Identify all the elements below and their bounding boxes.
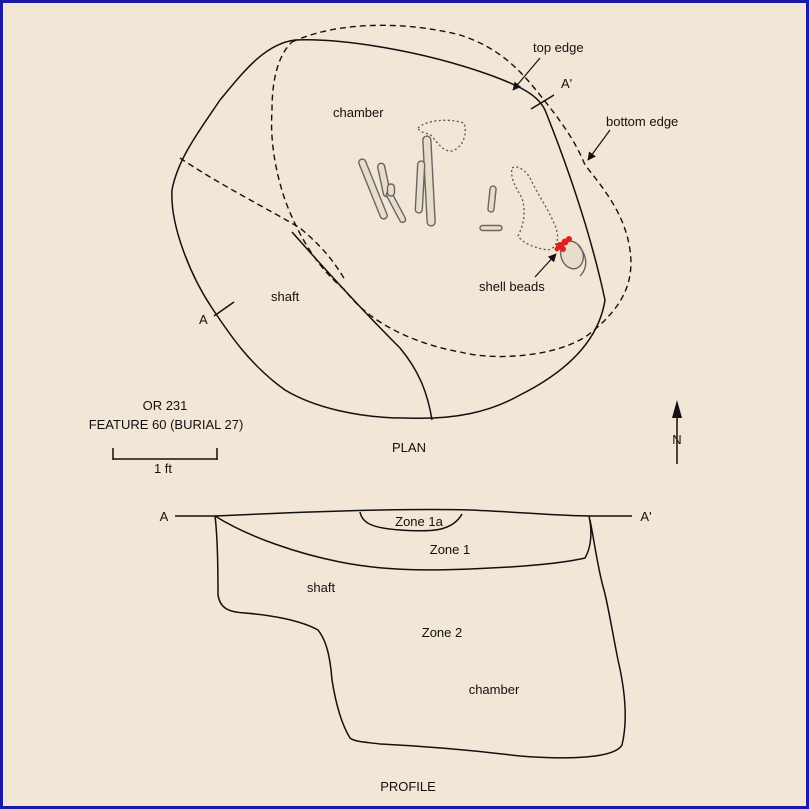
plan-title: PLAN <box>392 440 426 455</box>
profile-section-a-label: A <box>160 509 169 524</box>
shaft-east-wall <box>291 231 433 421</box>
profile-shaft-label: shaft <box>307 580 336 595</box>
plan-section-a-prime-label: A' <box>561 76 572 91</box>
plan-shaft-label: shaft <box>271 289 300 304</box>
disturbance-outline-2 <box>510 166 559 251</box>
profile-view: A A' Zone 1a Zone 1 shaft Zone 2 chamber… <box>160 508 652 794</box>
zone-1-base <box>214 515 592 571</box>
skeletal-remains <box>358 135 587 277</box>
top-edge-arrow <box>512 57 541 91</box>
disturbance-outline-1 <box>417 119 466 152</box>
profile-section-a-prime-label: A' <box>640 509 651 524</box>
plan-section-a-label: A <box>199 312 208 327</box>
shell-beads-label: shell beads <box>479 279 545 294</box>
bottom-edge-label: bottom edge <box>606 114 678 129</box>
bottom-edge-arrow <box>587 129 611 161</box>
top-edge-label: top edge <box>533 40 584 55</box>
plan-chamber-label: chamber <box>333 105 384 120</box>
bone-8 <box>479 224 503 232</box>
bone-1 <box>358 158 388 220</box>
site-number: OR 231 <box>143 398 188 413</box>
zone-1-label: Zone 1 <box>430 542 470 557</box>
section-mark-a <box>213 301 235 317</box>
zone-1a-lens <box>359 511 463 532</box>
plan-view: chamber shaft top edge bottom edge shell… <box>89 24 682 476</box>
scale-label: 1 ft <box>154 461 172 476</box>
zone-2-label: Zone 2 <box>422 625 462 640</box>
drawing-frame: chamber shaft top edge bottom edge shell… <box>3 3 806 806</box>
north-arrow: N <box>672 400 682 464</box>
burial-feature-drawing: chamber shaft top edge bottom edge shell… <box>89 24 682 794</box>
pit-outline <box>214 515 626 759</box>
mandible <box>577 244 587 277</box>
bone-6 <box>414 160 426 214</box>
shaft-chamber-boundary <box>179 157 346 281</box>
plan-bottom-edge-outline <box>270 24 632 358</box>
profile-title: PROFILE <box>380 779 436 794</box>
feature-label: FEATURE 60 (BURIAL 27) <box>89 417 244 432</box>
section-mark-a-prime <box>530 94 555 110</box>
profile-chamber-label: chamber <box>469 682 520 697</box>
bone-4 <box>386 183 396 197</box>
bone-7 <box>487 185 497 213</box>
north-label: N <box>672 432 681 447</box>
zone-1a-label: Zone 1a <box>395 514 443 529</box>
ground-surface-line <box>175 508 632 517</box>
shell-beads-arrow <box>534 253 557 278</box>
plan-top-edge-outline <box>171 39 606 420</box>
bone-5 <box>422 135 436 227</box>
shell-beads-cluster <box>554 236 572 252</box>
scale-bar: 1 ft <box>112 448 218 476</box>
